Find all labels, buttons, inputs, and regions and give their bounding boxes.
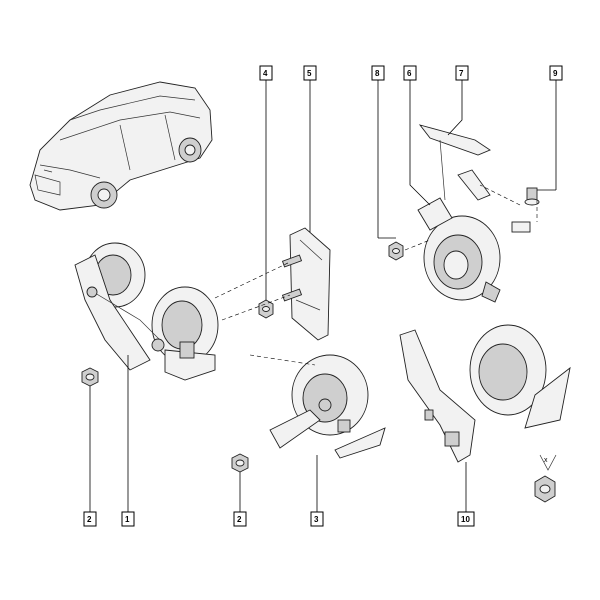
callout-7: 7: [455, 65, 469, 81]
axis-marker-label: x: [544, 457, 548, 464]
leader-lines: [89, 80, 557, 512]
horn-part-3: [269, 354, 386, 459]
nut-bottom: [231, 453, 249, 473]
callout-9: 9: [549, 65, 563, 81]
twin-horn-assembly: [74, 242, 219, 381]
callout-8-label: 8: [375, 69, 380, 78]
horn-part-10: [399, 324, 571, 463]
callout-10-label: 10: [461, 515, 470, 524]
nut-part-8: [388, 241, 404, 261]
callout-2-left: 2: [83, 511, 97, 527]
callout-2-bottom-label: 2: [237, 515, 242, 524]
callout-7-label: 7: [459, 69, 464, 78]
callout-9-label: 9: [553, 69, 558, 78]
callout-6-label: 6: [407, 69, 412, 78]
bolt-part-9: [511, 187, 540, 233]
assembly-lines: [214, 184, 538, 366]
axis-marker: x: [534, 454, 557, 503]
callout-2-left-label: 2: [87, 515, 92, 524]
horn-part-6: [417, 197, 501, 303]
callout-1-label: 1: [125, 515, 130, 524]
callout-3-label: 3: [314, 515, 319, 524]
callout-10: 10: [457, 511, 475, 527]
nut-part-4: [258, 299, 274, 319]
callout-4-label: 4: [263, 69, 268, 78]
callout-3: 3: [310, 511, 324, 527]
bracket-part-7: [418, 124, 491, 201]
callout-5: 5: [303, 65, 317, 81]
callout-6: 6: [403, 65, 417, 81]
bracket-part-5: [281, 227, 331, 341]
nut-left: [81, 367, 99, 387]
callout-2-bottom: 2: [233, 511, 247, 527]
callout-1: 1: [121, 511, 135, 527]
callout-5-label: 5: [307, 69, 312, 78]
callout-4: 4: [259, 65, 273, 81]
vehicle-illustration: [29, 81, 213, 211]
callout-8: 8: [371, 65, 385, 81]
